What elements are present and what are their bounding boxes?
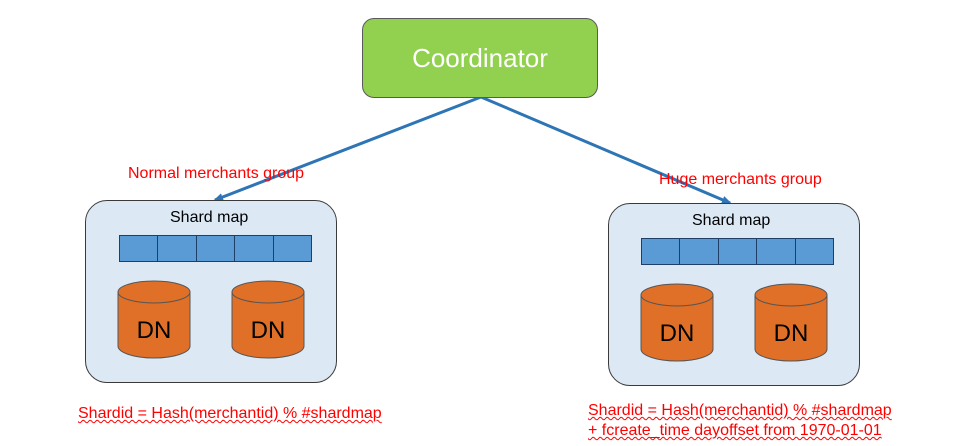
normal-shard-formula: Shardid = Hash(merchantid) % #shardmap <box>78 405 382 422</box>
shard-cell <box>196 236 236 261</box>
arrow-to-huge-group <box>480 95 732 205</box>
coordinator-node: Coordinator <box>362 18 598 98</box>
dn-label: DN <box>251 317 286 344</box>
normal-shard-map <box>119 235 312 262</box>
huge-shard-map <box>641 238 834 265</box>
shard-cell <box>642 239 681 264</box>
dn-label: DN <box>660 320 695 347</box>
huge-shard-formula-line-1: Shardid = Hash(merchantid) % #shardmap <box>588 402 892 419</box>
shard-cell <box>158 236 197 261</box>
huge-shard-formula-line-2: + fcreate_time dayoffset from 1970-01-01 <box>588 422 882 439</box>
shard-cell <box>718 239 758 264</box>
shard-cell <box>680 239 719 264</box>
shard-cell <box>273 236 312 261</box>
normal-group-label: Normal merchants group <box>128 165 305 182</box>
huge-dn-2: DN <box>754 283 828 362</box>
shard-cell <box>795 239 834 264</box>
huge-group-label: Huge merchants group <box>659 171 822 188</box>
shard-cell <box>235 236 274 261</box>
normal-dn-2: DN <box>231 280 305 359</box>
dn-label: DN <box>774 320 809 347</box>
huge-dn-1: DN <box>640 283 714 362</box>
huge-shard-map-title: Shard map <box>692 212 771 229</box>
arrow-to-normal-group <box>213 95 482 202</box>
shard-cell <box>120 236 159 261</box>
shard-cell <box>757 239 796 264</box>
normal-shard-map-title: Shard map <box>170 209 249 226</box>
normal-dn-1: DN <box>117 280 191 359</box>
dn-label: DN <box>137 317 172 344</box>
coordinator-label: Coordinator <box>412 42 548 73</box>
